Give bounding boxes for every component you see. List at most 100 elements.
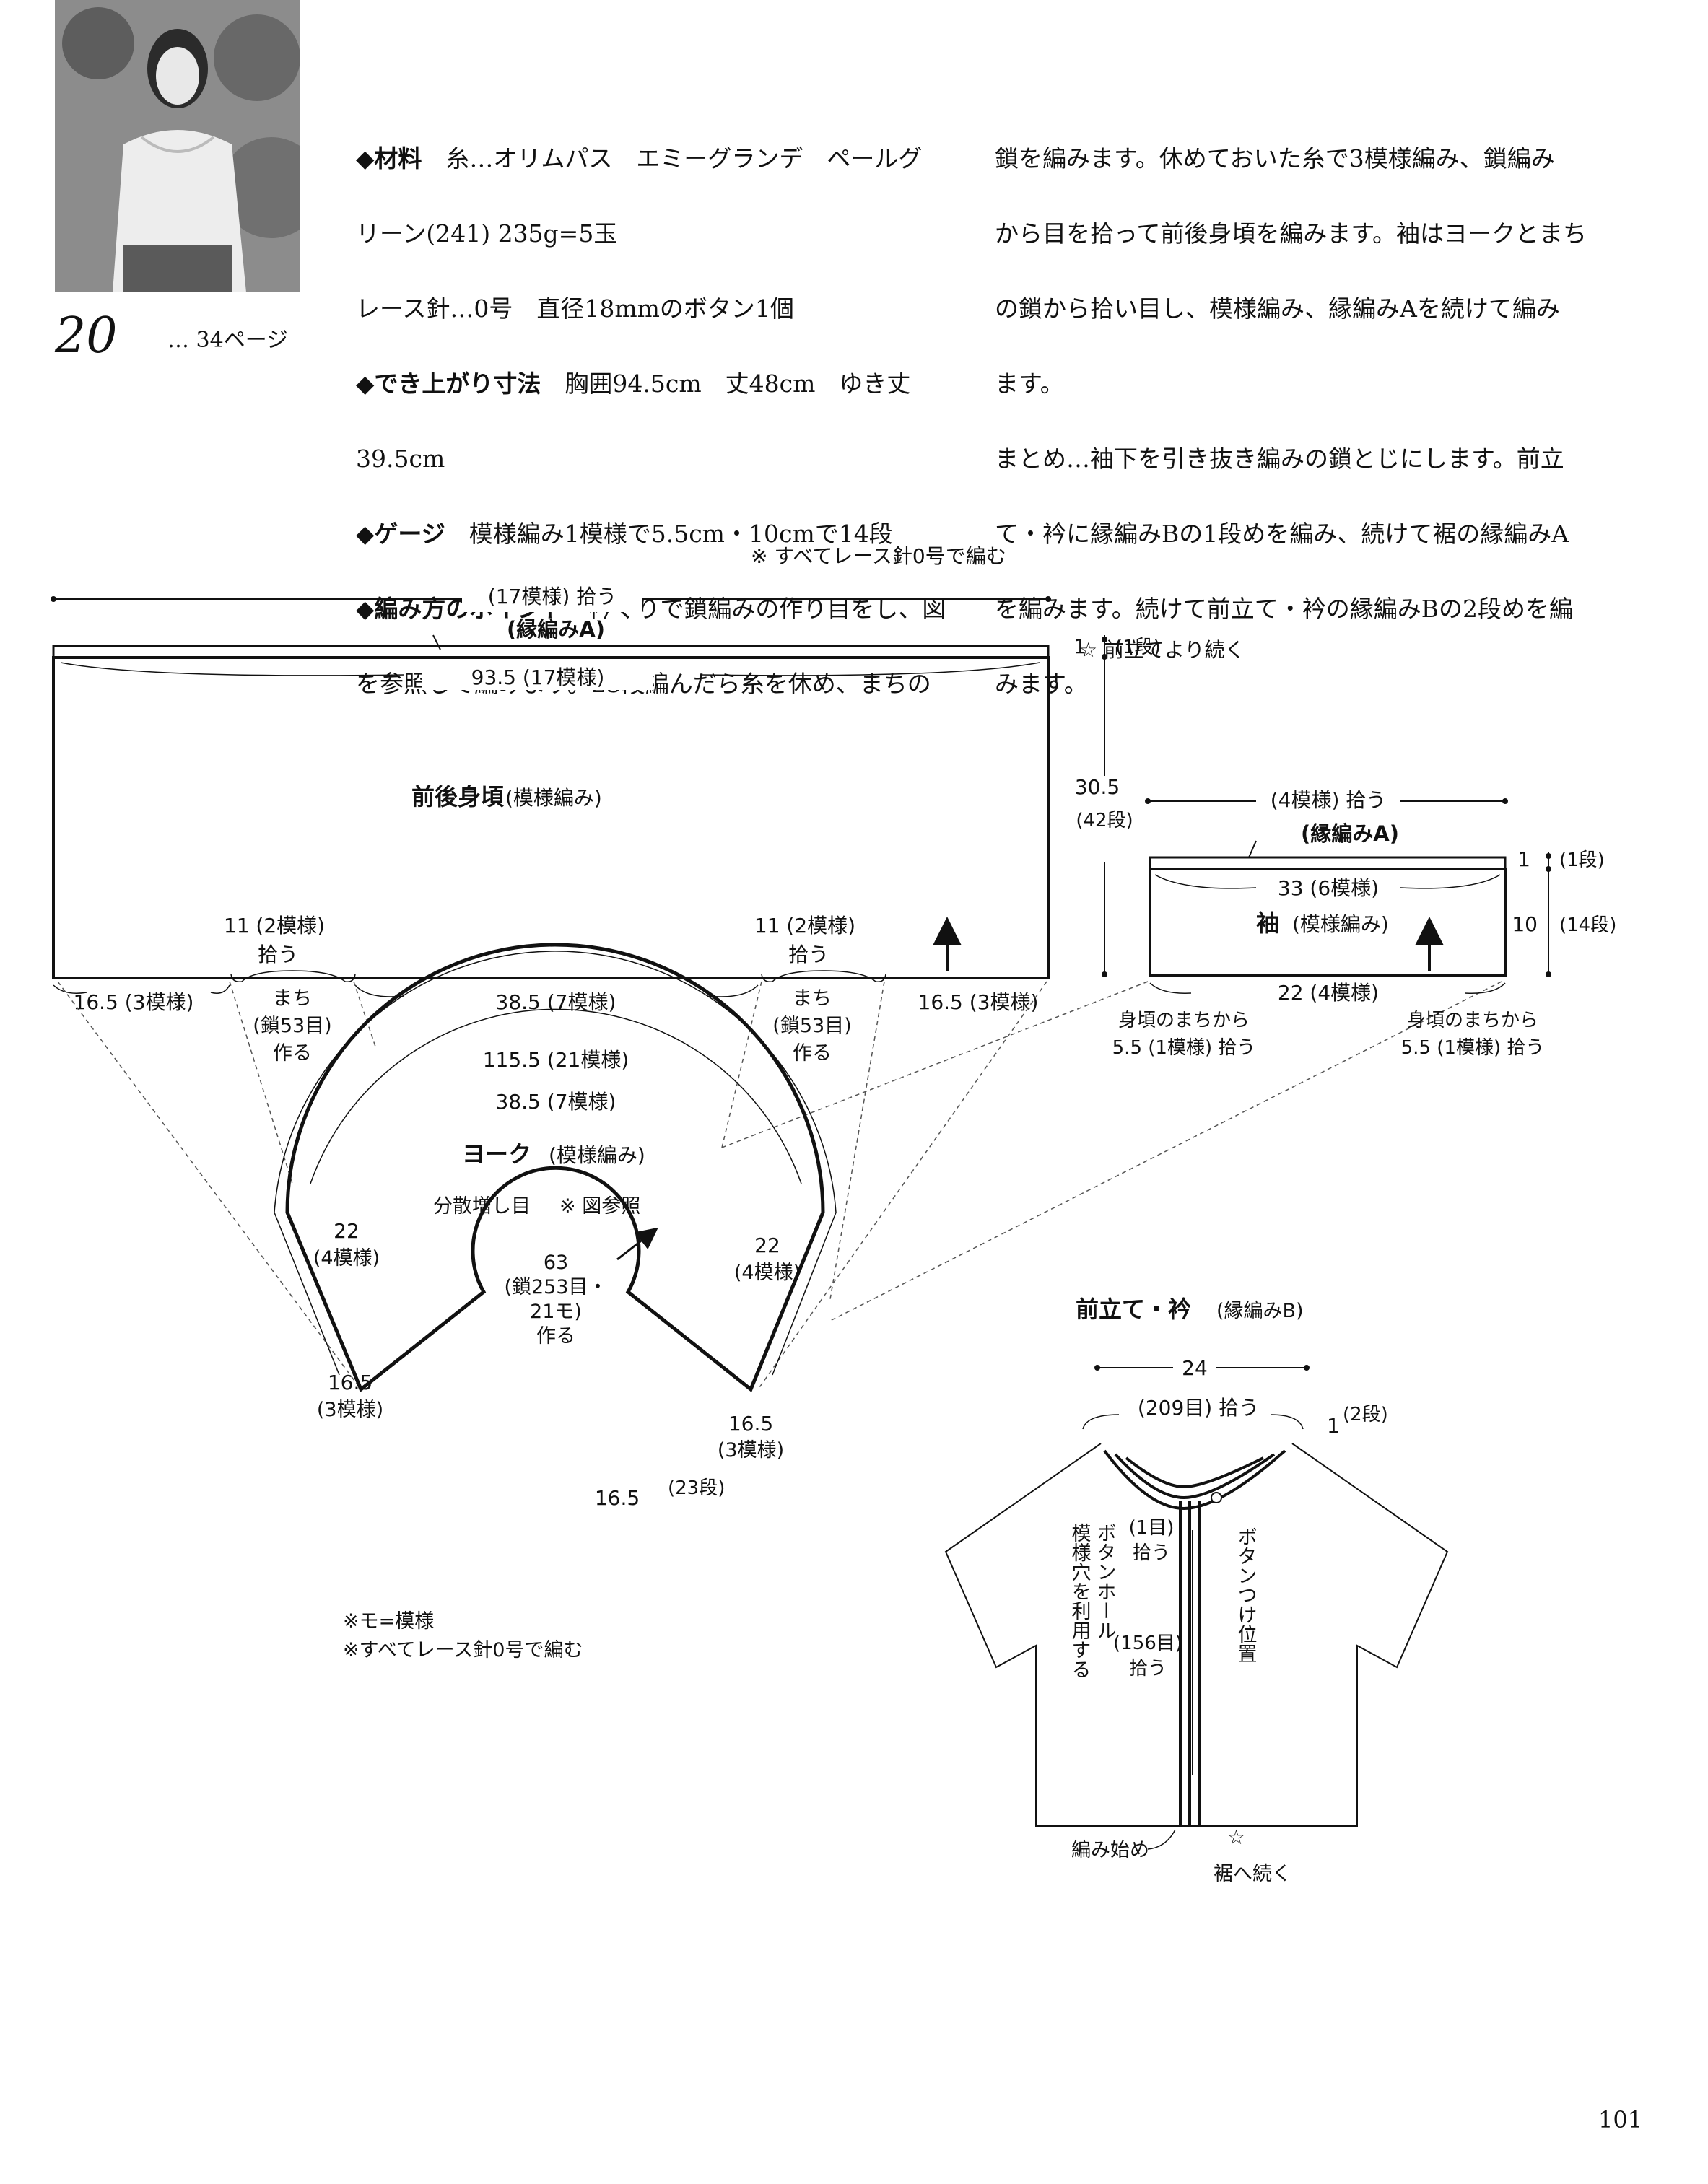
underarm-pick-right-2: 拾う: [788, 943, 829, 966]
instruction-line: まとめ…袖下を引き抜き編みの鎖とじにします。前立: [995, 445, 1564, 473]
model-photo: [55, 0, 300, 292]
note-mo: ※モ=模様: [343, 1610, 434, 1633]
sleeve-title-sub: (模様編み): [1292, 912, 1389, 936]
button-position: ボタンつけ位置: [1234, 1526, 1257, 1663]
instructions-col1: ◆材料 糸…オリムパス エミーグランデ ペールグ リーン(241) 235g=5…: [356, 102, 946, 741]
yoke-left-side: 22: [334, 1219, 360, 1243]
instruction-line: の鎖から拾い目し、模様編み、縁編みAを続けて編み: [995, 294, 1560, 323]
gusset-right-3: 作る: [793, 1042, 832, 1065]
yoke-depth-rows: (23段): [668, 1477, 725, 1499]
hem-continue-star: ☆: [1227, 1825, 1245, 1849]
yoke-right-side-2: (4模様): [734, 1262, 801, 1284]
buttonhole-label: ボタンホール: [1094, 1523, 1116, 1640]
instruction-line: 鎖を編みます。休めておいた糸で3模様編み、鎖編み: [995, 144, 1555, 172]
page-number: 101: [1598, 2106, 1643, 2133]
body-edge-band: [52, 645, 1050, 659]
pick-top: (1目): [1129, 1517, 1175, 1539]
instruction-line: 39.5cm: [356, 445, 445, 473]
yoke-depth: 16.5: [595, 1486, 640, 1510]
body-edge-rows: 1: [1073, 634, 1086, 658]
instruction-line: を編みます。続けて前立て・衿の縁編みBの2段めを編: [995, 595, 1573, 623]
placket-title-sub: (縁編みB): [1216, 1300, 1304, 1322]
gusset-left-2: (鎖53目): [253, 1015, 331, 1037]
pick-main: (156目): [1113, 1633, 1182, 1654]
body-bottom-mid: 38.5 (7模様): [496, 990, 616, 1014]
instruction-line: から目を拾って前後身頃を編みます。袖はヨークとまち: [995, 219, 1587, 248]
sleeve-edge-band: [1149, 856, 1507, 870]
sleeve-rect: [1149, 868, 1507, 977]
gusset-left-1: まち: [273, 987, 312, 1010]
body-title-sub: (模様編み): [505, 786, 602, 810]
pattern-number: 20: [55, 307, 118, 364]
button-marker: [1211, 1492, 1222, 1503]
yoke-left-lower: 16.5: [328, 1371, 372, 1394]
yoke-refer: ※ 図参照: [559, 1195, 640, 1218]
sleeve-panel: (4模様) 拾う (縁編みA) 33 (6模様) 袖 (模様編み) 1 (1段)…: [1112, 787, 1616, 1059]
placket-rows-paren: (2段): [1343, 1404, 1388, 1425]
yoke-shape: [285, 943, 825, 1393]
yoke-inner: 38.5 (7模様): [496, 1090, 616, 1114]
instruction-line: みます。: [995, 670, 1088, 698]
sleeve-edge-rows: 1: [1517, 847, 1530, 871]
yoke-neck-1: 63: [544, 1252, 568, 1274]
yoke-right-side: 22: [754, 1233, 780, 1257]
underarm-pick-left: 11 (2模様): [224, 914, 325, 938]
gusset-right-1: まち: [793, 987, 832, 1010]
body-title: 前後身頃: [411, 783, 504, 811]
body-pickup: (17模様) 拾う: [488, 585, 616, 608]
yoke-right-lower-2: (3模様): [718, 1439, 784, 1462]
placket-panel: 前立て・衿 (縁編みB) 24 (209目) 拾う 1 (2段) ボタンホール …: [944, 1296, 1449, 1885]
sleeve-edge-rows-paren: (1段): [1559, 849, 1605, 871]
yoke-increase: 分散増し目: [433, 1195, 531, 1218]
placket-rows: 1: [1327, 1414, 1340, 1438]
yoke-left-lower-2: (3模様): [317, 1399, 383, 1421]
sleeve-edge: (縁編みA): [1301, 821, 1399, 846]
yoke-right-lower: 16.5: [728, 1412, 773, 1436]
underarm-pick-right: 11 (2模様): [754, 914, 855, 938]
instruction-line: ◆材料 糸…オリムパス エミーグランデ ペールグ: [356, 144, 923, 172]
hem-continue: 裾へ続く: [1214, 1863, 1291, 1885]
sleeve-pick-left-2: 5.5 (1模様) 拾う: [1112, 1037, 1256, 1059]
note-all: ※ すべてレース針0号で編む: [751, 544, 1006, 568]
sleeve-pick-left-1: 身頃のまちから: [1118, 1010, 1250, 1031]
yoke-panel: 115.5 (21模様) 38.5 (7模様) ヨーク (模様編み) 分散増し目…: [274, 943, 837, 1510]
placket-pickup: (209目) 拾う: [1138, 1396, 1259, 1420]
instruction-line: ◆ゲージ 模様編み1模様で5.5cm・10cmで14段: [356, 520, 893, 548]
knit-start: 編み始め: [1071, 1839, 1149, 1861]
body-rect: [52, 656, 1050, 979]
gusset-left-3: 作る: [273, 1042, 312, 1065]
body-bottom-right: 16.5 (3模様): [918, 990, 1039, 1014]
yoke-title: ヨーク: [462, 1140, 531, 1168]
body-edge: (縁編みA): [507, 617, 605, 642]
cardigan-outline: [944, 1443, 1449, 1827]
sleeve-pickup: (4模様) 拾う: [1271, 788, 1387, 812]
pattern-page-ref: … 34ページ: [167, 328, 289, 353]
yoke-neck-2: (鎖253目・: [504, 1276, 607, 1298]
yoke-neck-3: 21モ): [530, 1301, 582, 1323]
yoke-neck-4: 作る: [536, 1325, 575, 1347]
correspondence-lines: [57, 981, 1502, 1390]
buttonhole-label-2: 模様穴を利用する: [1068, 1523, 1092, 1679]
instruction-line: て・衿に縁編みBの1段めを編み、続けて裾の縁編みA: [995, 520, 1569, 548]
instructions-col2: 鎖を編みます。休めておいた糸で3模様編み、鎖編み から目を拾って前後身頃を編みま…: [995, 102, 1587, 741]
instruction-line: ◆でき上がり寸法 胸囲94.5cm 丈48cm ゆき丈: [356, 370, 911, 398]
body-height-rows: (42段): [1076, 810, 1133, 831]
gusset-right-2: (鎖53目): [772, 1015, 851, 1037]
pick-main-2: 拾う: [1129, 1658, 1167, 1680]
sleeve-pick-right-1: 身頃のまちから: [1407, 1010, 1538, 1031]
body-panel: (17模様) 拾う (縁編みA) 93.5 (17模様) 前後身頃 (模様編み)…: [51, 583, 1245, 1065]
instruction-line: レース針…0号 直径18mmのボタン1個: [356, 294, 794, 323]
placket-title: 前立て・衿: [1076, 1296, 1191, 1323]
instruction-line: ます。: [995, 370, 1064, 398]
sleeve-bottom: 22 (4模様): [1278, 981, 1379, 1005]
placket-width: 24: [1182, 1356, 1208, 1380]
yoke-direction-arrow: [616, 1227, 658, 1261]
body-edge-rows-paren: (1段): [1115, 637, 1161, 658]
note-hook: ※すべてレース針0号で編む: [343, 1639, 583, 1661]
yoke-outer: 115.5 (21模様): [483, 1048, 629, 1072]
sleeve-height: 10: [1512, 912, 1538, 936]
sleeve-height-rows: (14段): [1559, 914, 1616, 936]
body-height: 30.5: [1075, 775, 1120, 799]
sleeve-width: 33 (6模様): [1278, 876, 1379, 900]
